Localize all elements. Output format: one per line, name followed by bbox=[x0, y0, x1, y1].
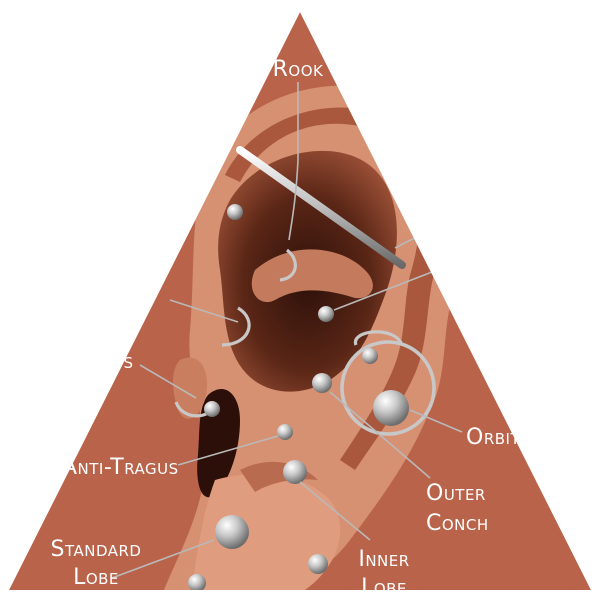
lower-lobe-ball bbox=[308, 554, 328, 574]
outer-conch-ball bbox=[312, 373, 332, 393]
orbital-ball bbox=[373, 390, 409, 426]
bottom-lobe-ball bbox=[188, 574, 206, 592]
leader-tragus bbox=[139, 364, 197, 399]
ear-lobe bbox=[190, 474, 341, 590]
rook-ring bbox=[279, 248, 297, 282]
conch-ring-ball bbox=[362, 348, 378, 364]
label-standard-lobe-2: Lobe bbox=[73, 565, 119, 590]
leader-upper-conch bbox=[333, 271, 433, 311]
leader-inner-lobe bbox=[299, 481, 371, 541]
label-outer-conch-1: Outer bbox=[426, 481, 486, 506]
industrial-bar bbox=[236, 146, 406, 269]
conch-ring bbox=[354, 330, 404, 346]
leader-standard-lobe bbox=[111, 539, 215, 579]
leader-daith bbox=[169, 299, 239, 323]
ear-illustration bbox=[160, 85, 468, 590]
leader-rook bbox=[288, 82, 299, 241]
tragus-ball bbox=[204, 401, 220, 417]
ear-canal bbox=[197, 389, 240, 498]
daith-ring bbox=[221, 306, 251, 347]
forward-helix-ball bbox=[227, 204, 243, 220]
label-standard-lobe-1: Standard bbox=[51, 537, 142, 562]
standard-lobe-ball bbox=[215, 515, 249, 549]
label-rook: Rook bbox=[273, 57, 324, 82]
ear-tragus bbox=[173, 357, 208, 419]
leader-outer-conch bbox=[329, 391, 431, 479]
leader-orbital bbox=[409, 409, 463, 433]
inner-lobe-ball bbox=[283, 460, 307, 484]
tragus-upper-ball bbox=[318, 306, 334, 322]
ear-antihelix bbox=[251, 249, 373, 303]
anti-tragus-ball bbox=[277, 424, 293, 440]
label-outer-conch-2: Conch bbox=[426, 511, 489, 536]
label-anti-tragus: Anti-Tragus bbox=[62, 455, 179, 480]
orbital-ring bbox=[340, 340, 436, 436]
label-inner-lobe-1: Inner bbox=[358, 547, 409, 572]
leader-anti-tragus bbox=[177, 435, 279, 466]
